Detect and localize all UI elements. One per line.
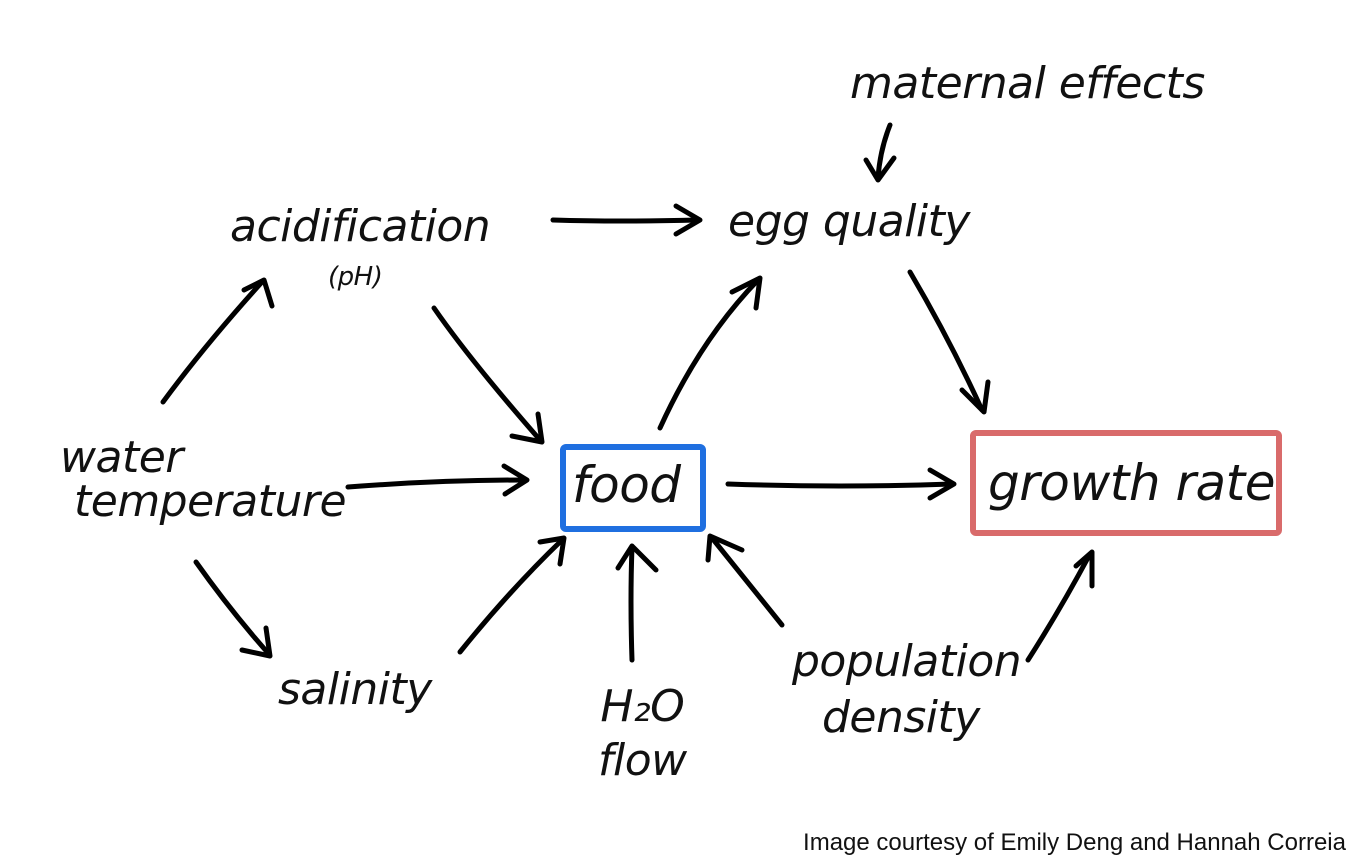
edge-population-to-growth xyxy=(1025,549,1095,663)
node-h2o-flow-line1: H₂O xyxy=(600,681,685,732)
edge-acidification-to-egg xyxy=(550,203,703,237)
node-water-temperature-line2: temperature xyxy=(74,476,347,527)
node-population-density-line2: density xyxy=(822,692,980,743)
edge-temperature-to-salinity xyxy=(193,559,273,659)
node-population-density: population density xyxy=(792,636,1022,743)
node-maternal-effects: maternal effects xyxy=(850,58,1205,109)
node-h2o-flow: H₂O flow xyxy=(598,685,687,783)
image-credit: Image courtesy of Emily Deng and Hannah … xyxy=(803,829,1346,856)
node-water-temperature-line1: water xyxy=(60,432,183,483)
node-h2o-flow-line2: flow xyxy=(598,735,687,786)
node-food: food xyxy=(572,456,681,514)
edge-food-to-growth xyxy=(725,467,957,501)
edge-temperature-to-acidification xyxy=(160,277,275,405)
edge-h2oflow-to-food xyxy=(615,543,659,663)
node-population-density-line1: population xyxy=(792,636,1022,687)
node-salinity: salinity xyxy=(278,664,432,715)
edge-temperature-to-food xyxy=(345,463,530,497)
edge-food-to-egg xyxy=(657,275,763,431)
node-egg-quality: egg quality xyxy=(728,196,970,247)
edge-salinity-to-food xyxy=(457,535,567,655)
edge-egg-to-growth xyxy=(907,269,991,415)
food-box xyxy=(560,444,706,532)
node-acidification: acidification xyxy=(230,201,491,252)
edge-maternal-to-egg xyxy=(863,122,897,183)
edge-population-to-food xyxy=(705,533,785,628)
node-growth-rate: growth rate xyxy=(988,454,1276,512)
edge-acidification-to-food xyxy=(431,305,545,445)
node-acidification-sub: (pH) xyxy=(328,262,383,292)
node-water-temperature: water temperature xyxy=(60,432,347,527)
growth-rate-box xyxy=(970,430,1282,536)
